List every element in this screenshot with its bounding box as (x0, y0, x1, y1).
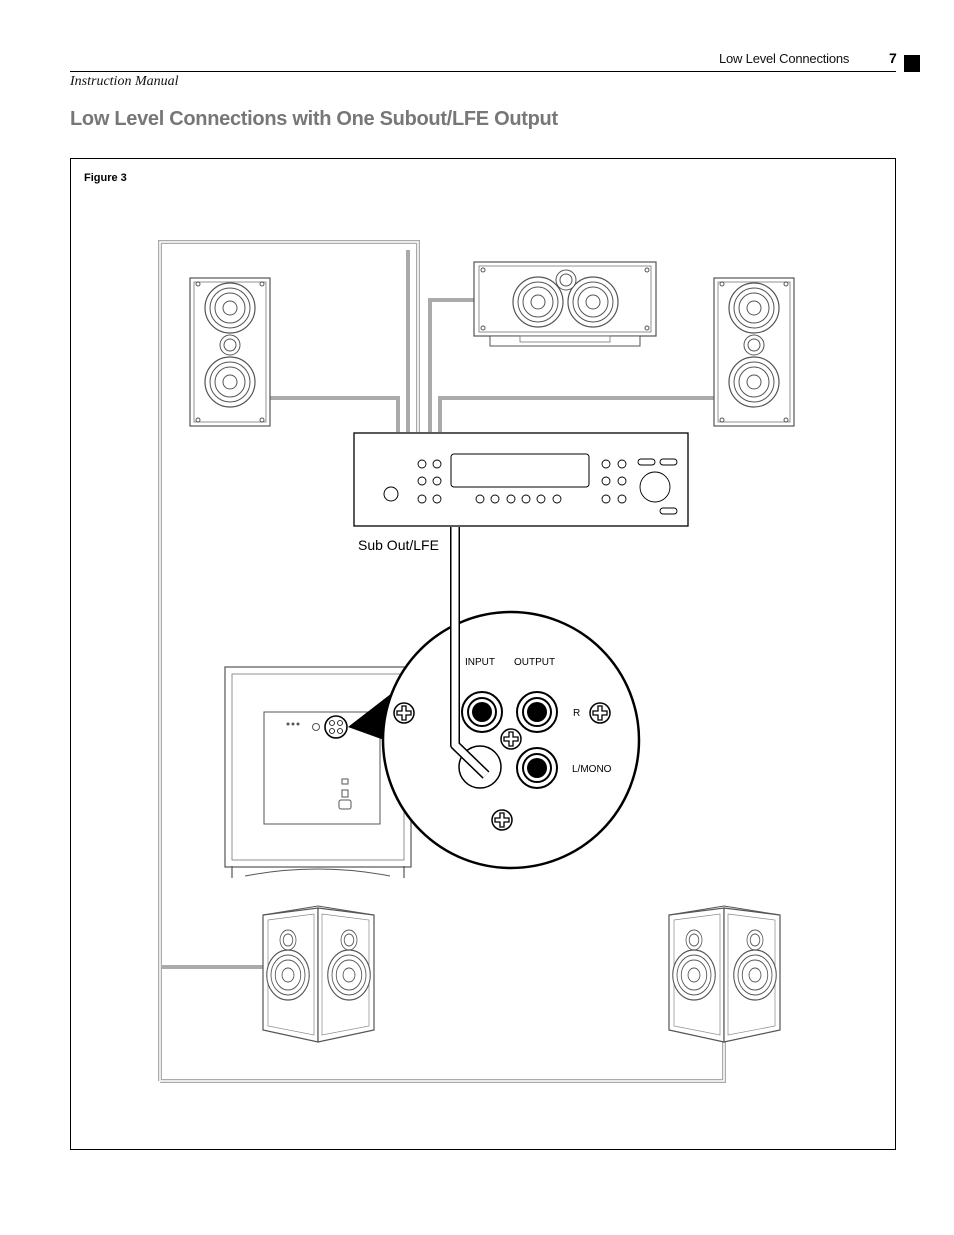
right-channel-label: R (573, 708, 580, 719)
header-rule (70, 71, 896, 72)
manual-label: Instruction Manual (70, 74, 179, 89)
figure-frame (70, 158, 896, 1150)
front-left-speaker (189, 277, 271, 427)
page-number: 7 (889, 50, 897, 66)
page-title: Low Level Connections with One Subout/LF… (70, 108, 558, 130)
surround-left-speaker (262, 905, 375, 1043)
figure-label: Figure 3 (84, 172, 127, 184)
sub-out-cable (450, 527, 490, 779)
page-tab-marker (904, 55, 920, 72)
rca-output-r-jack (516, 691, 558, 733)
callout-pointer (348, 693, 392, 740)
rca-input-jack (461, 691, 503, 733)
subwoofer (224, 666, 412, 878)
front-right-speaker (713, 277, 795, 427)
surround-right-speaker (668, 905, 781, 1043)
magnified-connector-panel: INPUT OUTPUT R L/MONO (381, 610, 641, 870)
left-mono-label: L/MONO (572, 764, 612, 775)
output-label: OUTPUT (514, 657, 555, 668)
header-section-title: Low Level Connections (719, 51, 850, 66)
sub-out-lfe-label: Sub Out/LFE (358, 537, 439, 553)
input-label: INPUT (465, 657, 495, 668)
rca-output-l-jack (516, 747, 558, 789)
av-receiver (353, 432, 689, 527)
center-speaker (473, 261, 657, 347)
